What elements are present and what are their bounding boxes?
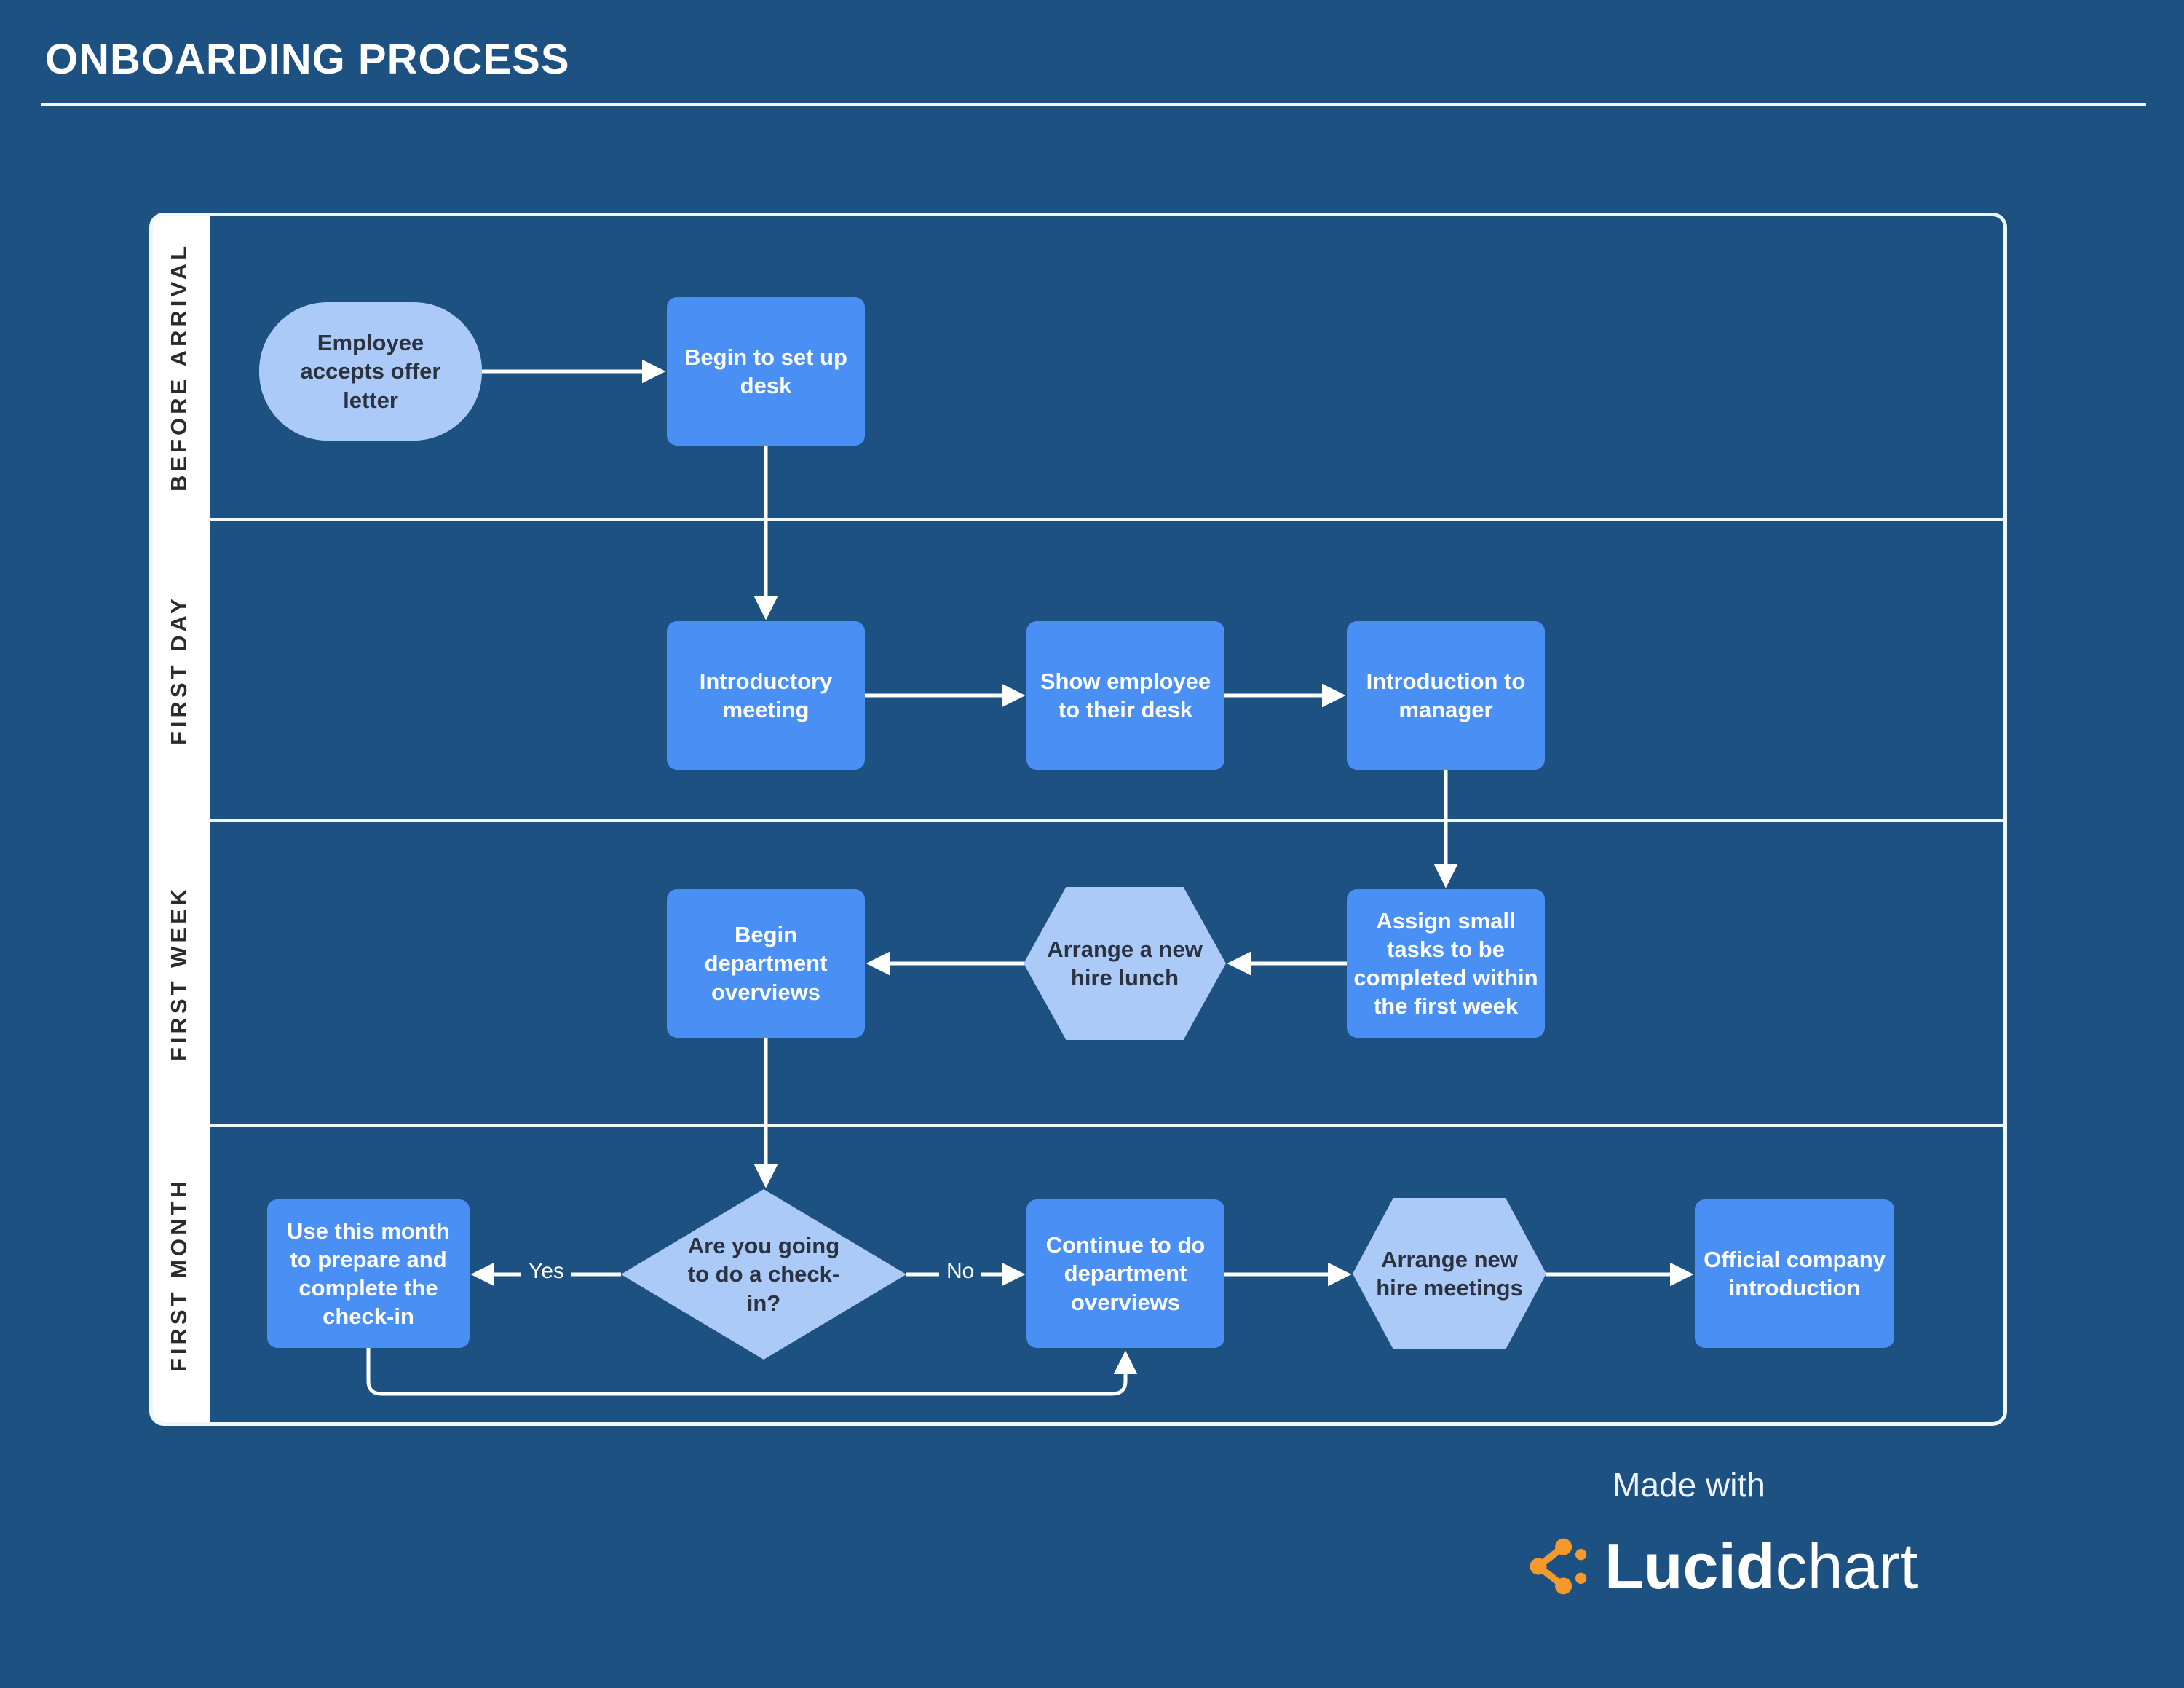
node-show-employee-to-their-desk: Show employee to their desk bbox=[1026, 621, 1224, 770]
node-continue-department-overviews: Continue to do department overviews bbox=[1026, 1199, 1224, 1348]
lane-label-before-arrival: BEFORE ARRIVAL bbox=[166, 242, 191, 492]
lucidchart-icon bbox=[1530, 1538, 1587, 1595]
made-with-text: Made with bbox=[1613, 1466, 1765, 1504]
lane-divider-3 bbox=[210, 1124, 2003, 1127]
edge-label-yes: Yes bbox=[521, 1259, 571, 1284]
lane-label-first-month: FIRST MONTH bbox=[166, 1178, 191, 1372]
lane-label-first-day: FIRST DAY bbox=[166, 595, 191, 745]
node-begin-to-set-up-desk: Begin to set up desk bbox=[667, 297, 865, 446]
node-begin-department-overviews: Begin department overviews bbox=[667, 889, 865, 1038]
page-title: ONBOARDING PROCESS bbox=[45, 36, 570, 83]
node-introduction-to-manager: Introduction to manager bbox=[1347, 621, 1545, 770]
title-underline bbox=[41, 103, 2146, 106]
lane-label-first-week: FIRST WEEK bbox=[166, 885, 191, 1061]
brand-lucid: Lucid bbox=[1605, 1530, 1776, 1602]
lucidchart-wordmark: Lucidchart bbox=[1605, 1529, 1918, 1604]
swimlane-frame bbox=[149, 213, 2007, 1426]
node-use-this-month-check-in: Use this month to prepare and complete t… bbox=[267, 1199, 470, 1348]
node-arrange-new-hire-meetings: Arrange new hire meetings bbox=[1353, 1198, 1546, 1349]
node-assign-small-tasks: Assign small tasks to be completed withi… bbox=[1347, 889, 1545, 1038]
node-official-company-introduction: Official company introduction bbox=[1695, 1199, 1894, 1348]
swimlane-label-strip bbox=[153, 216, 210, 1422]
lucidchart-logo: Lucidchart bbox=[1522, 1529, 1918, 1604]
node-introductory-meeting: Introductory meeting bbox=[667, 621, 865, 770]
lane-divider-2 bbox=[210, 819, 2003, 822]
node-employee-accepts-offer-letter: Employee accepts offer letter bbox=[259, 302, 482, 441]
edge-label-no: No bbox=[939, 1259, 982, 1284]
lane-divider-1 bbox=[210, 518, 2003, 521]
brand-chart: chart bbox=[1775, 1530, 1918, 1602]
node-arrange-a-new-hire-lunch: Arrange a new hire lunch bbox=[1024, 887, 1226, 1040]
